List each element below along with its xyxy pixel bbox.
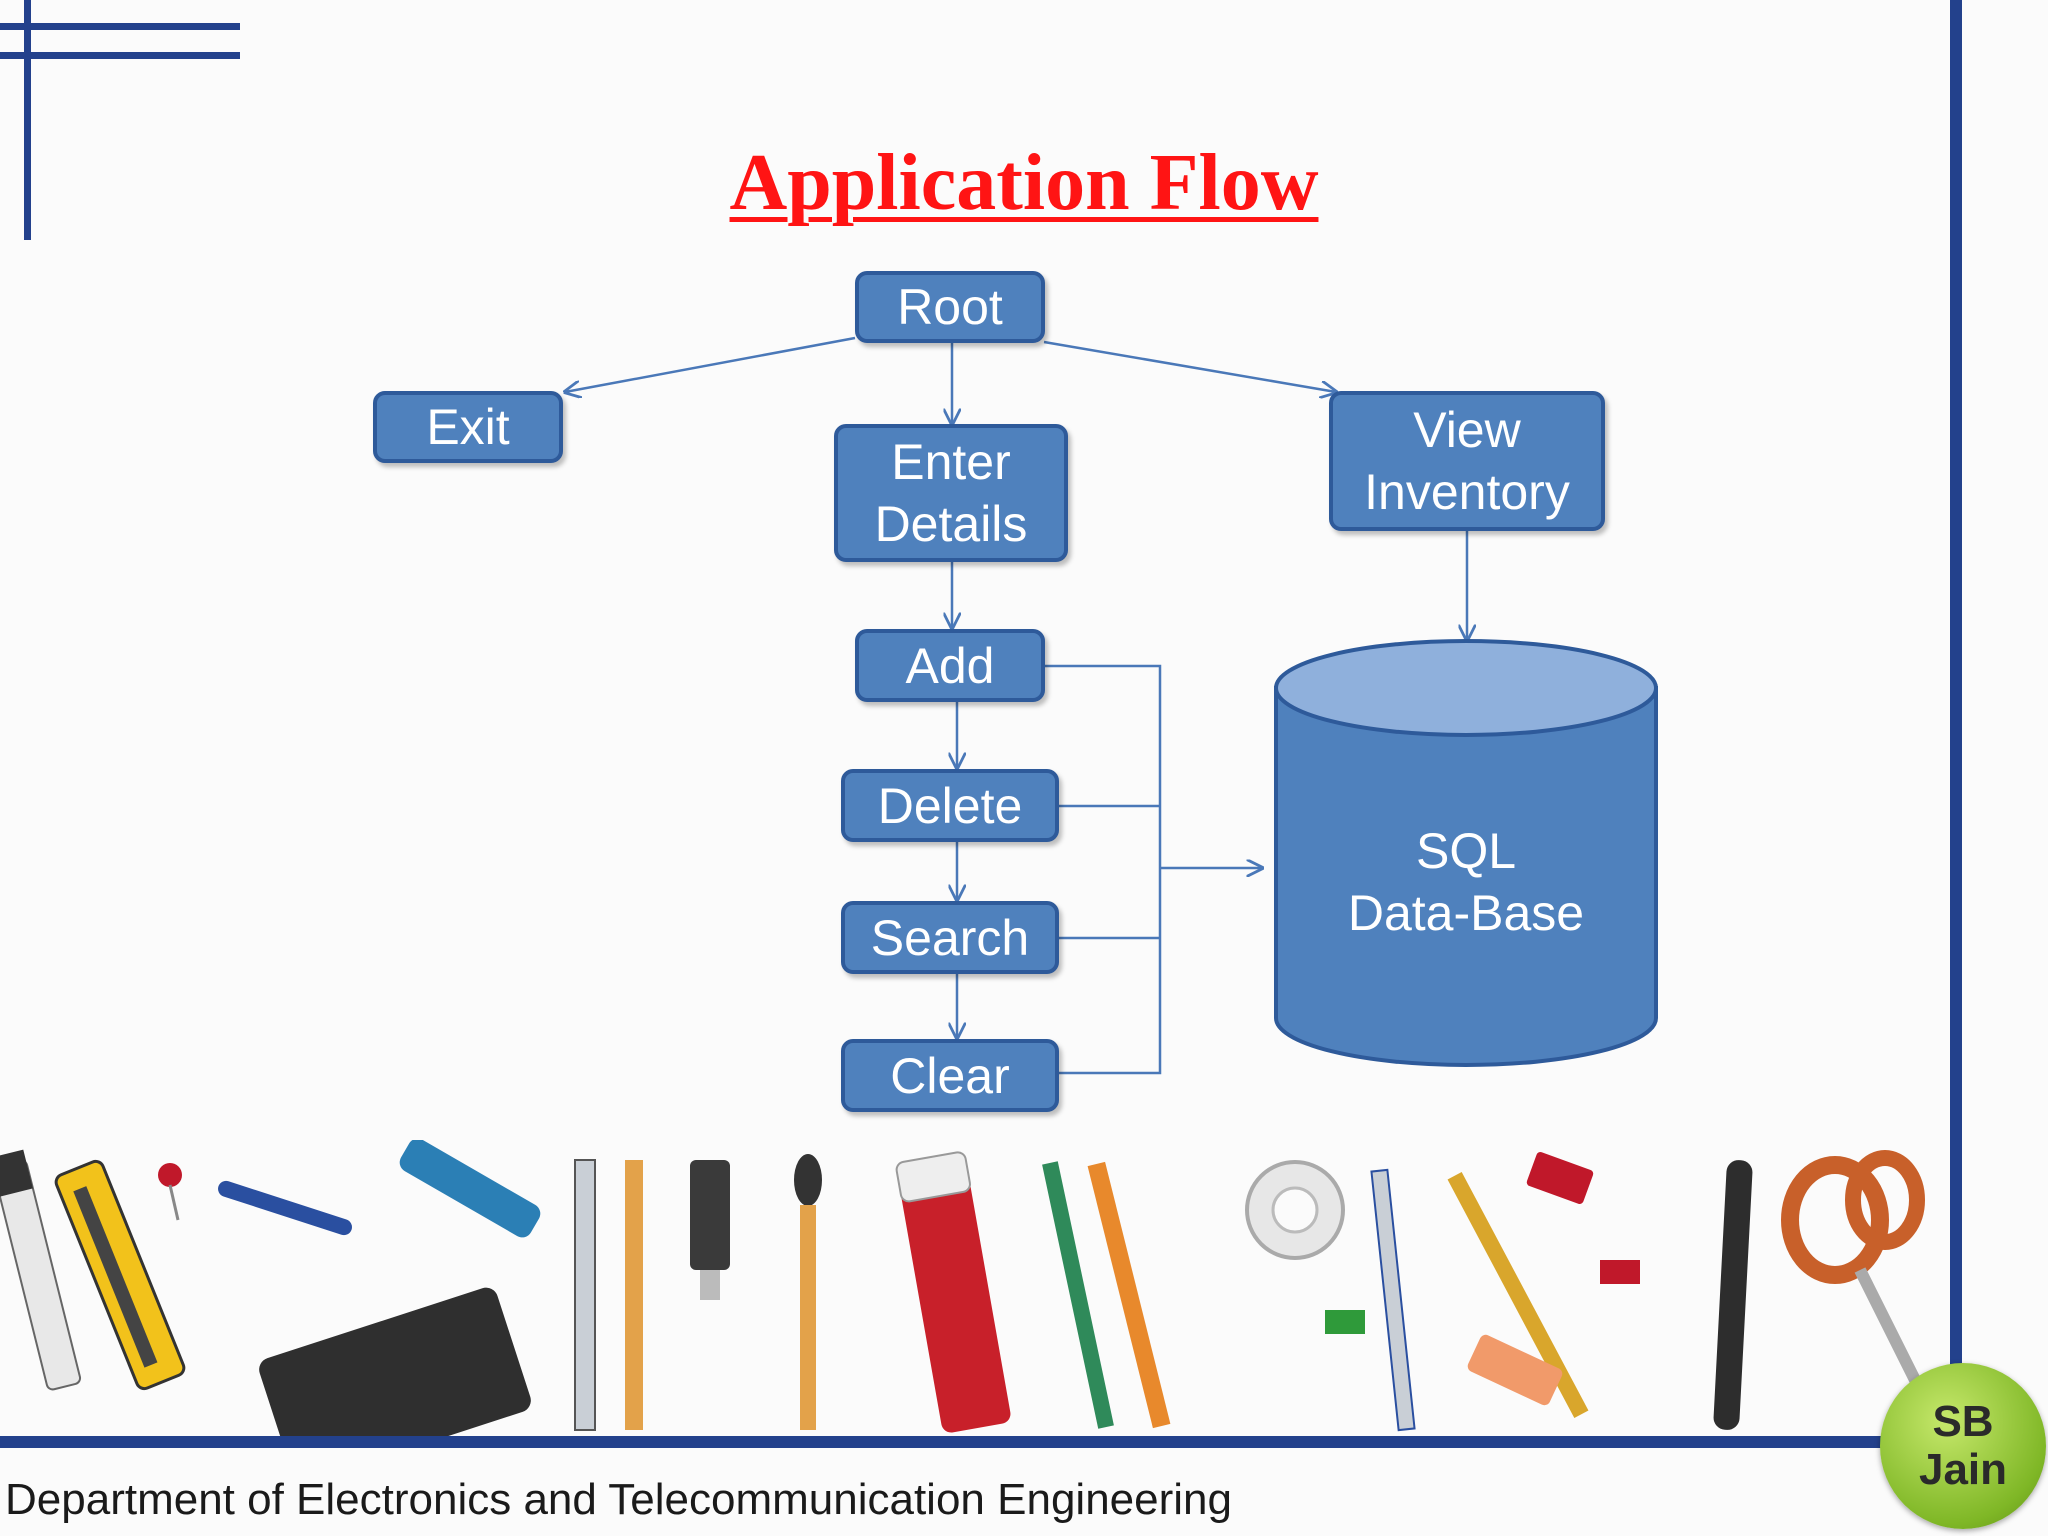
- footer-department: Department of Electronics and Telecommun…: [5, 1475, 1232, 1524]
- db-label-line1: SQL: [1415, 823, 1517, 879]
- frame-left-line: [24, 0, 31, 240]
- page-title: Application Flow: [729, 139, 1319, 227]
- node-view-line2: Inventory: [1364, 464, 1570, 520]
- utility-knife-icon: [54, 1159, 186, 1391]
- node-root: Root: [855, 271, 1045, 343]
- pen-icon: [1370, 1168, 1416, 1432]
- frame-top-line-2: [0, 52, 240, 59]
- badge-line2: Jain: [1918, 1445, 2008, 1494]
- node-clear: Clear: [841, 1039, 1059, 1112]
- frame-right-line: [1950, 0, 1962, 1380]
- pencil-icon: [1447, 1172, 1589, 1418]
- pen-icon: [1713, 1160, 1753, 1430]
- node-view-inventory: View Inventory: [1329, 391, 1605, 531]
- node-add: Add: [855, 629, 1045, 702]
- node-view-line1: View: [1413, 402, 1521, 458]
- tape-icon: [1245, 1160, 1345, 1260]
- calculator-icon: [259, 1287, 531, 1436]
- stapler-icon: [399, 1140, 541, 1238]
- usb-drive-icon: [690, 1160, 730, 1300]
- database-cylinder: [1274, 639, 1658, 1067]
- marker-icon: [0, 1149, 82, 1391]
- pencil-icon: [574, 1159, 643, 1431]
- edge-root-exit: [565, 336, 856, 392]
- node-delete-label: Delete: [877, 777, 1023, 834]
- node-search: Search: [841, 901, 1059, 974]
- node-add-label: Add: [905, 637, 995, 694]
- db-label-line2: Data-Base: [1347, 885, 1585, 941]
- node-enter-line1: Enter: [891, 434, 1011, 490]
- eraser-icon: [1467, 1334, 1563, 1406]
- node-search-label: Search: [870, 909, 1030, 966]
- badge-line1: SB: [1932, 1397, 1994, 1446]
- pen-icon: [218, 1180, 352, 1236]
- frame-bottom-line: [0, 1436, 1890, 1448]
- node-enter-line2: Details: [874, 496, 1028, 552]
- node-exit-label: Exit: [426, 399, 510, 455]
- node-enter-details: Enter Details: [834, 424, 1068, 562]
- node-clear-label: Clear: [890, 1047, 1010, 1104]
- scissors-icon: [1781, 1150, 1936, 1413]
- pushpin-icon: [158, 1163, 182, 1221]
- binder-clip-icon: [1325, 1260, 1640, 1334]
- sb-jain-logo: SB Jain: [1880, 1363, 2046, 1529]
- glue-stick-icon: [895, 1151, 1011, 1433]
- paintbrush-icon: [794, 1154, 822, 1430]
- diagram-edges: [0, 336, 1658, 1075]
- sharpener-icon: [1526, 1151, 1594, 1205]
- node-exit: Exit: [373, 391, 563, 463]
- edge-root-view: [1043, 340, 1336, 392]
- stationery-decoration: [0, 1140, 1936, 1436]
- node-root-label: Root: [897, 279, 1003, 335]
- frame-top-line-1: [0, 23, 240, 30]
- pencil-icon: [1042, 1161, 1171, 1429]
- node-sql-database: SQL Data-Base: [1276, 820, 1656, 944]
- bracket-add: [1043, 664, 1162, 1075]
- node-delete: Delete: [841, 769, 1059, 842]
